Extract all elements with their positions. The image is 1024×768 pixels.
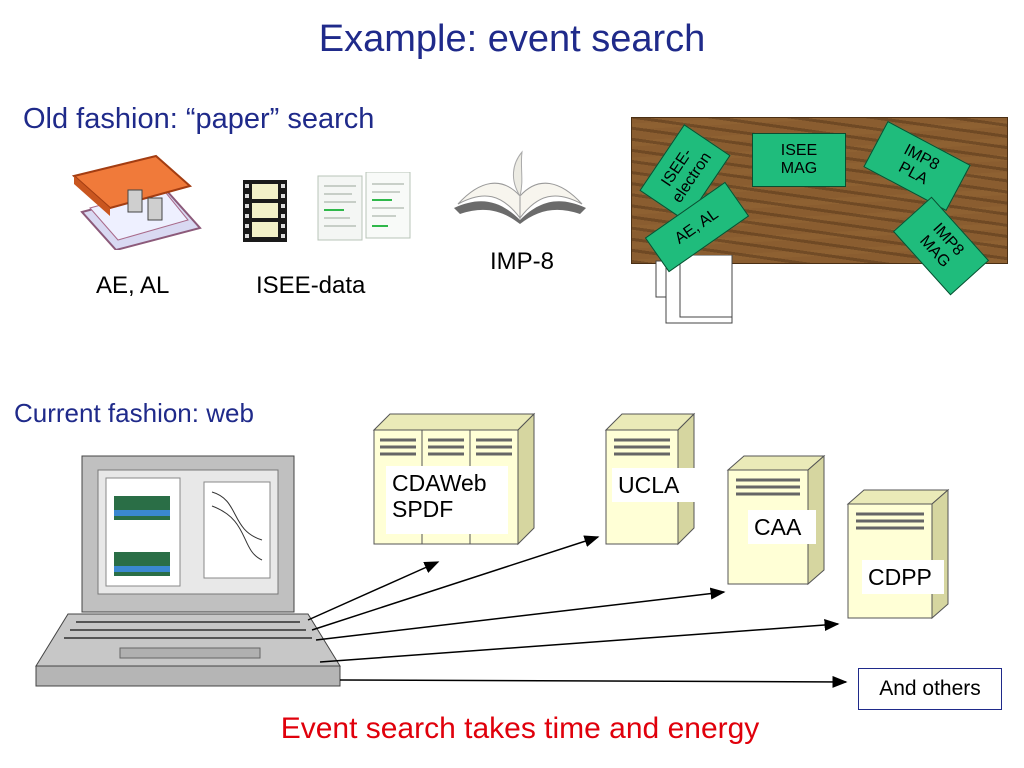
book-caption: IMP-8 — [490, 248, 555, 275]
server-cdpp — [846, 488, 950, 620]
footer-statement: Event search takes time and energy — [280, 712, 760, 745]
film-caption: ISEE-data — [256, 272, 366, 299]
label-caa: CAA — [748, 510, 816, 544]
arrows — [307, 535, 848, 688]
label-ucla: UCLA — [612, 468, 700, 502]
label-cdaweb: CDAWeb SPDF — [386, 466, 508, 534]
note-isee-mag: ISEE MAG — [752, 133, 846, 187]
binder-icon — [71, 154, 202, 250]
label-cdpp: CDPP — [862, 560, 944, 594]
binder-caption: AE, AL — [96, 272, 170, 299]
book-icon — [454, 150, 586, 224]
old-fashion-heading: Old fashion: “paper” search — [23, 103, 375, 135]
current-fashion-heading: Current fashion: web — [14, 398, 254, 428]
laptop-icon — [35, 455, 341, 687]
film-strip-icon — [243, 180, 287, 242]
document-icon — [317, 172, 411, 241]
desk-papers — [655, 255, 733, 324]
and-others-box: And others — [858, 668, 1002, 710]
slide-title: Example: event search — [318, 18, 706, 60]
